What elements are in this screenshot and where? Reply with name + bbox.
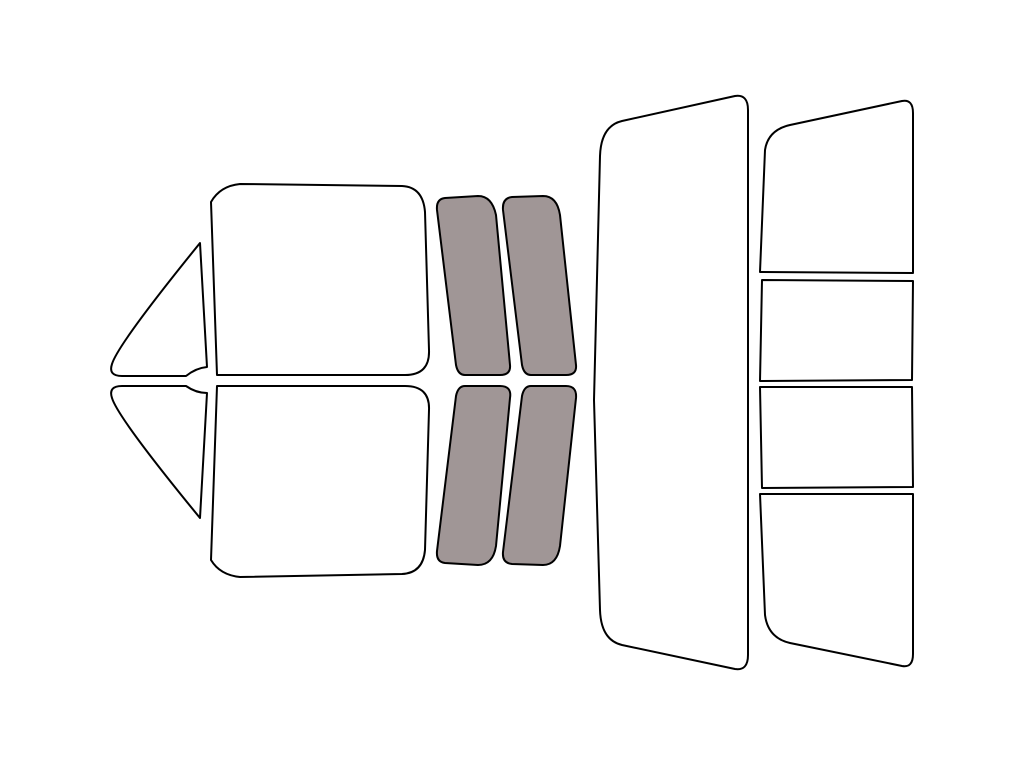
pane-strip-bottom-right[interactable] <box>501 385 578 566</box>
pane-rear-bottom[interactable] <box>759 493 914 668</box>
pane-vent-upper[interactable] <box>110 242 208 377</box>
pane-strip-bottom-left[interactable] <box>435 385 512 566</box>
pane-strip-top-left[interactable] <box>435 195 512 376</box>
pane-vent-lower[interactable] <box>110 385 208 519</box>
pane-front-door-lower[interactable] <box>210 385 431 578</box>
pane-rear-top[interactable] <box>759 99 914 274</box>
pane-front-door-upper[interactable] <box>210 183 431 376</box>
pane-windshield[interactable] <box>593 94 749 671</box>
pane-strip-top-right[interactable] <box>501 195 578 376</box>
pane-rear-upper-middle[interactable] <box>759 279 914 382</box>
pane-rear-lower-middle[interactable] <box>759 386 914 489</box>
